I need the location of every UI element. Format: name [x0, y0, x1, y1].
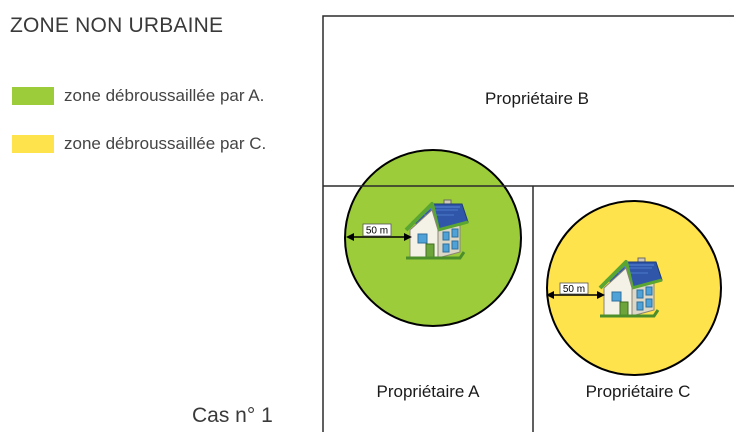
radius-label-a-box [362, 223, 392, 237]
parcel-label-a: Propriétaire A [377, 382, 481, 401]
legend-swatch-c [12, 135, 54, 153]
legend: zone débroussaillée par A. zone débrouss… [12, 86, 266, 182]
radius-label-c: 50 m [563, 284, 585, 295]
legend-item-a: zone débroussaillée par A. [12, 86, 266, 106]
legend-label-a: zone débroussaillée par A. [64, 86, 265, 105]
parcel-label-b: Propriétaire B [485, 89, 589, 108]
legend-label-c: zone débroussaillée par C. [64, 134, 267, 153]
radius-arrow-a: 50 m [346, 223, 412, 241]
legend-item-c: zone débroussaillée par C. [12, 134, 266, 154]
radius-arrow-c: 50 m [546, 282, 605, 299]
radius-label-a: 50 m [366, 226, 388, 237]
case-label: Cas n° 1 [192, 404, 273, 427]
parcel-borders [322, 15, 734, 432]
radius-label-c-box [559, 282, 589, 295]
parcel-outline [322, 15, 734, 432]
parcel-label-c: Propriétaire C [586, 382, 691, 401]
zone-title: ZONE NON URBAINE [10, 14, 224, 37]
legend-swatch-a [12, 87, 54, 105]
